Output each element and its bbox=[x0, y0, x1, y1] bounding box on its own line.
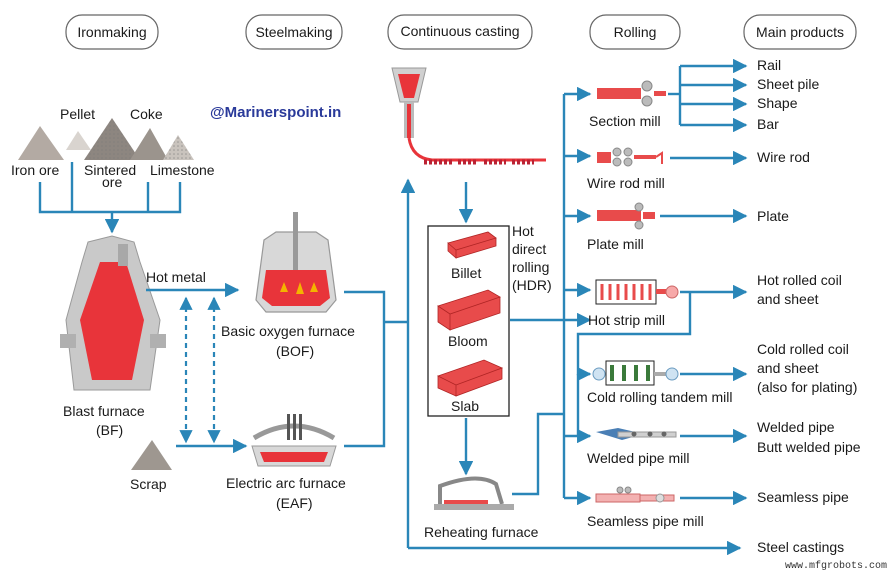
product-rail: Rail bbox=[757, 57, 781, 73]
hot-strip-mill-icon bbox=[595, 279, 679, 305]
reheating-furnace-label: Reheating furnace bbox=[424, 524, 539, 540]
plate-mill-icon bbox=[597, 202, 655, 230]
hdr-label-2: direct bbox=[512, 241, 546, 257]
header-continuous-casting-label: Continuous casting bbox=[400, 23, 519, 39]
sintered-ore-label-1: Sintered bbox=[84, 162, 136, 178]
stage-header-rolling: Rolling bbox=[589, 14, 681, 50]
product-seamless-pipe: Seamless pipe bbox=[757, 489, 849, 505]
billet-label: Billet bbox=[451, 265, 481, 281]
bloom-icon bbox=[437, 289, 501, 331]
stage-header-ironmaking: Ironmaking bbox=[65, 14, 159, 50]
coke-label: Coke bbox=[130, 106, 163, 122]
source-watermark: www.mfgrobots.com bbox=[785, 560, 887, 572]
hdr-label-4: (HDR) bbox=[512, 277, 552, 293]
pellet-label: Pellet bbox=[60, 106, 95, 122]
bof-label: Basic oxygen furnace bbox=[221, 323, 355, 339]
header-ironmaking-label: Ironmaking bbox=[77, 24, 146, 40]
scrap-label: Scrap bbox=[130, 476, 167, 492]
blast-furnace-icon bbox=[60, 235, 166, 391]
hdr-label-3: rolling bbox=[512, 259, 549, 275]
product-cold-coil-1: Cold rolled coil bbox=[757, 341, 849, 357]
header-rolling-label: Rolling bbox=[614, 24, 657, 40]
product-hot-coil-2: and sheet bbox=[757, 291, 819, 307]
bloom-label: Bloom bbox=[448, 333, 488, 349]
section-mill-label: Section mill bbox=[589, 113, 661, 129]
coke-pile-icon bbox=[130, 128, 168, 160]
rolling-distribution-lines bbox=[408, 86, 742, 556]
raw-material-connectors bbox=[38, 162, 182, 234]
slab-icon bbox=[436, 359, 504, 397]
hdr-label-1: Hot bbox=[512, 223, 534, 239]
wire-rod-mill-icon bbox=[597, 147, 663, 167]
bof-icon bbox=[255, 212, 337, 313]
welded-pipe-mill-icon bbox=[596, 428, 677, 440]
continuous-caster-icon bbox=[391, 67, 546, 165]
scrap-pile-icon bbox=[131, 440, 172, 470]
product-wire-rod: Wire rod bbox=[757, 149, 810, 165]
section-mill-icon bbox=[597, 80, 666, 107]
eaf-label: Electric arc furnace bbox=[226, 475, 346, 491]
billet-icon bbox=[447, 231, 497, 259]
plate-mill-label: Plate mill bbox=[587, 236, 644, 252]
slab-label: Slab bbox=[451, 398, 479, 414]
raw-materials-group bbox=[18, 118, 194, 160]
eaf-abbr: (EAF) bbox=[276, 495, 313, 511]
blast-furnace-label: Blast furnace bbox=[63, 403, 145, 419]
iron-ore-pile-icon bbox=[18, 126, 64, 160]
hot-metal-label: Hot metal bbox=[146, 269, 206, 285]
product-bar: Bar bbox=[757, 116, 779, 132]
hot-strip-mill-label: Hot strip mill bbox=[588, 312, 665, 328]
cold-rolling-tandem-mill-label: Cold rolling tandem mill bbox=[587, 389, 733, 405]
product-hot-coil-1: Hot rolled coil bbox=[757, 272, 842, 288]
blast-furnace-abbr: (BF) bbox=[96, 422, 123, 438]
product-butt-welded-pipe: Butt welded pipe bbox=[757, 439, 861, 455]
header-steelmaking-label: Steelmaking bbox=[255, 24, 332, 40]
product-shape: Shape bbox=[757, 95, 798, 111]
pellet-pile-icon bbox=[66, 131, 91, 150]
limestone-label: Limestone bbox=[150, 162, 215, 178]
bof-abbr: (BOF) bbox=[276, 343, 314, 359]
welded-pipe-mill-label: Welded pipe mill bbox=[587, 450, 689, 466]
stage-header-continuous-casting: Continuous casting bbox=[387, 14, 533, 50]
eaf-icon bbox=[251, 414, 337, 467]
product-sheet-pile: Sheet pile bbox=[757, 76, 819, 92]
cold-rolling-tandem-mill-icon bbox=[592, 360, 679, 386]
steelmaking-to-casting-connectors bbox=[344, 178, 416, 548]
seamless-pipe-mill-label: Seamless pipe mill bbox=[587, 513, 704, 529]
wire-rod-mill-label: Wire rod mill bbox=[587, 175, 665, 191]
product-steel-castings: Steel castings bbox=[757, 539, 844, 555]
seamless-pipe-mill-icon bbox=[595, 486, 675, 503]
sintered-ore-label-2: ore bbox=[102, 174, 122, 190]
product-cold-coil-2: and sheet bbox=[757, 360, 819, 376]
mill-to-product-arrows bbox=[660, 58, 748, 506]
stage-header-steelmaking: Steelmaking bbox=[245, 14, 343, 50]
iron-ore-label: Iron ore bbox=[11, 162, 59, 178]
cast-products-box bbox=[427, 225, 510, 417]
header-main-products-label: Main products bbox=[756, 24, 844, 40]
reheating-furnace-icon bbox=[434, 476, 514, 510]
watermark-text: @Marinerspoint.in bbox=[210, 104, 341, 121]
product-welded-pipe: Welded pipe bbox=[757, 419, 835, 435]
stage-header-main-products: Main products bbox=[743, 14, 857, 50]
product-plate: Plate bbox=[757, 208, 789, 224]
hot-to-cold-loop bbox=[576, 292, 692, 382]
product-cold-coil-3: (also for plating) bbox=[757, 379, 857, 395]
